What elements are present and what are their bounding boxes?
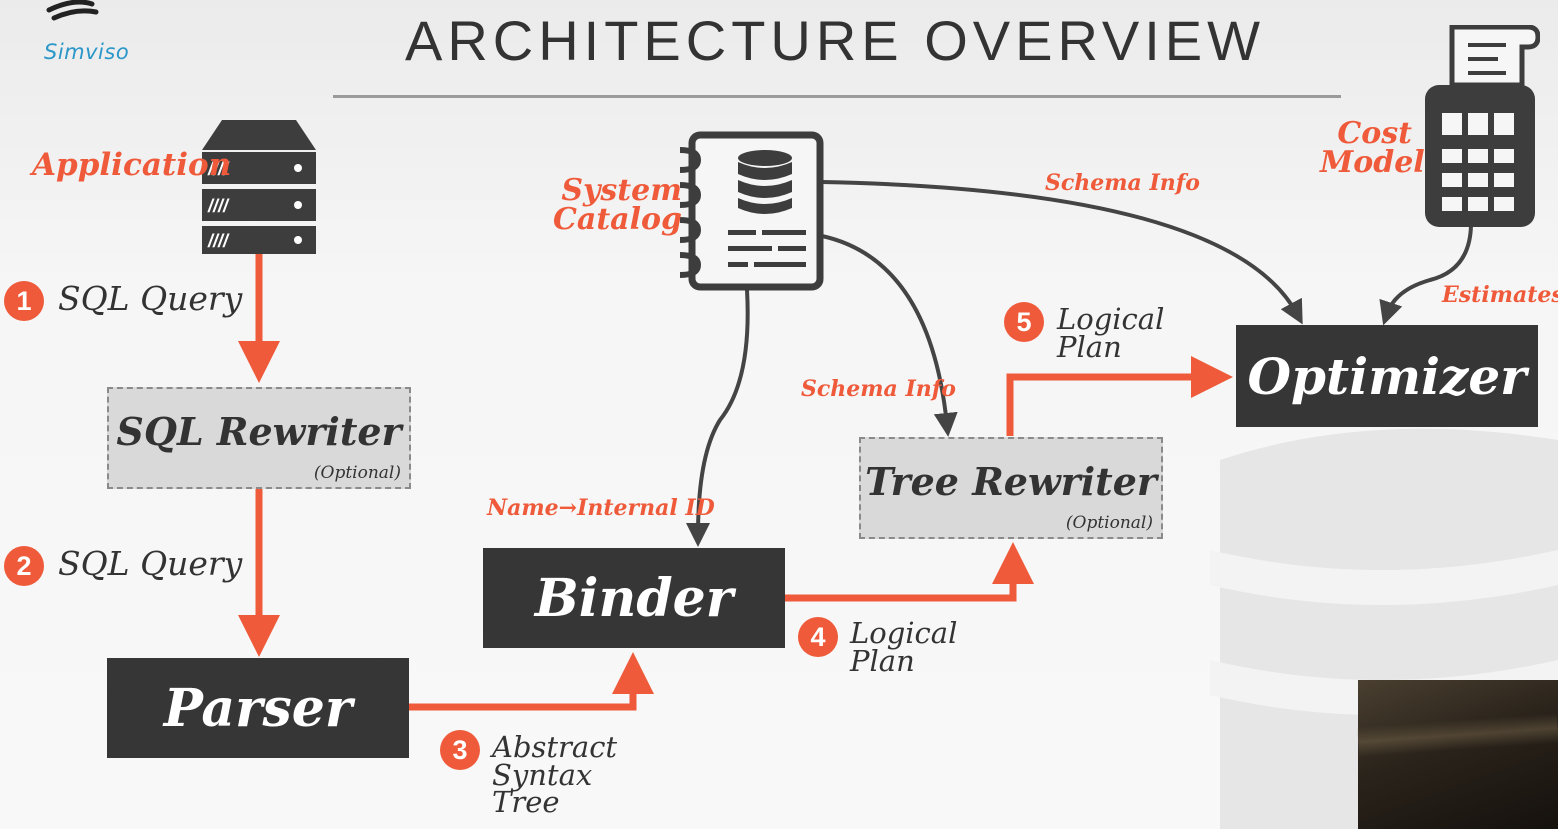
arrow-parser-to-binder: [409, 652, 654, 711]
arrow-catalog-to-binder: [686, 289, 750, 547]
step-2-badge: 2: [4, 546, 44, 586]
title-divider: [333, 95, 1341, 98]
arrow-treerewriter-to-optimizer: [1006, 356, 1233, 436]
step-1-label: SQL Query: [58, 279, 243, 318]
svg-text:////: ////: [207, 196, 230, 216]
tree-rewriter-label: Tree Rewriter: [865, 458, 1157, 504]
application-label: Application: [32, 147, 232, 183]
step-3-badge: 3: [440, 730, 480, 770]
sql-rewriter-box: SQL Rewriter (Optional): [107, 387, 411, 489]
step-4-label: Logical Plan: [850, 616, 958, 678]
webcam-edge: [1357, 713, 1558, 757]
optimizer-label: Optimizer: [1247, 346, 1527, 406]
tree-rewriter-box: Tree Rewriter (Optional): [859, 437, 1163, 539]
logo: Simviso: [14, 0, 134, 80]
arrow-catalog-to-optimizer: [821, 180, 1303, 325]
cost-model-label: Cost Model: [1320, 116, 1425, 180]
optimizer-box: Optimizer: [1236, 325, 1538, 427]
server-icon: //// //// ////: [202, 120, 316, 254]
schema-info-label-mid: Schema Info: [801, 376, 956, 402]
estimates-label: Estimates: [1442, 282, 1558, 308]
calculator-receipt-icon: [1425, 25, 1540, 227]
system-catalog-label: System Catalog: [553, 173, 682, 237]
step-4-badge: 4: [798, 617, 838, 657]
binder-box: Binder: [483, 548, 785, 648]
webcam-overlay: [1357, 680, 1558, 829]
logo-text: Simviso: [44, 40, 130, 64]
sql-rewriter-label: SQL Rewriter: [116, 408, 402, 454]
step-5-badge: 5: [1004, 302, 1044, 342]
svg-text:////: ////: [207, 231, 230, 251]
tree-rewriter-optional: (Optional): [1065, 513, 1153, 533]
svg-text:////: ////: [207, 159, 230, 179]
step-3-label: Abstract Syntax Tree: [492, 730, 618, 820]
arrow-costmodel-to-optimizer: [1379, 224, 1473, 326]
step-1-badge: 1: [4, 281, 44, 321]
arrow-catalog-to-treerewriter: [821, 234, 958, 437]
binder-label: Binder: [534, 567, 734, 629]
page-title: ARCHITECTURE OVERVIEW: [404, 9, 1266, 72]
parser-label: Parser: [163, 677, 353, 739]
notebook-database-icon: [679, 131, 824, 291]
arrow-binder-to-treerewriter: [785, 542, 1034, 602]
parser-box: Parser: [107, 658, 409, 758]
step-5-label: Logical Plan: [1057, 302, 1165, 364]
name-internal-id-label: Name→Internal ID: [487, 495, 715, 521]
logo-mark-icon: [46, 0, 99, 21]
schema-info-label-top: Schema Info: [1045, 170, 1200, 196]
sql-rewriter-optional: (Optional): [313, 463, 401, 483]
step-2-label: SQL Query: [58, 544, 243, 583]
